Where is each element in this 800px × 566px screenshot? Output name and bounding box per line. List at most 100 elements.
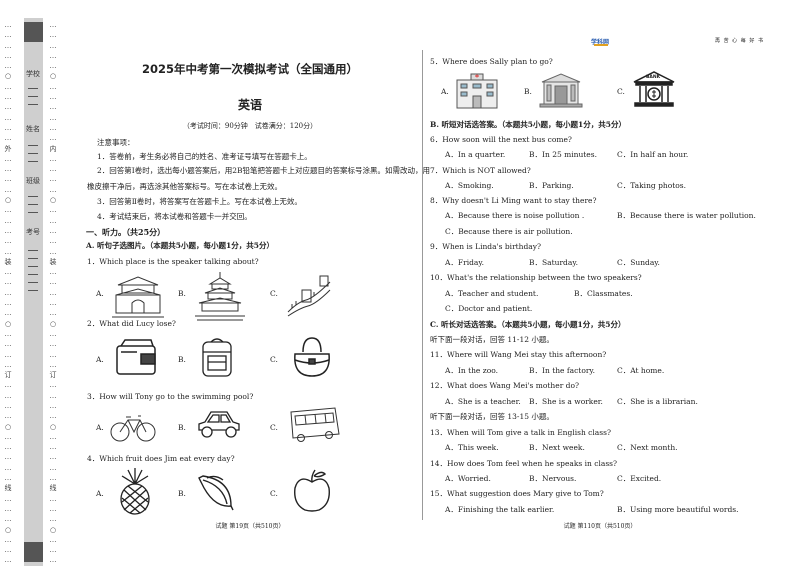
field-name-line[interactable] xyxy=(28,153,38,154)
question-5: 5．Where does Sally plan to go? xyxy=(430,57,553,66)
logo-underline xyxy=(594,44,608,46)
temple-of-heaven-icon xyxy=(195,272,245,321)
option-label: A. xyxy=(96,289,104,298)
option-label: C. xyxy=(270,355,278,364)
field-school-line[interactable] xyxy=(28,104,38,105)
field-name-line[interactable] xyxy=(28,161,38,162)
question-11: 11．Where will Wang Mei stay this afterno… xyxy=(430,350,607,359)
field-class-line[interactable] xyxy=(28,204,38,205)
option-text: C．Because there is air pollution. xyxy=(445,227,573,236)
header-motto: 再 苦 心 每 好 书 xyxy=(715,38,764,44)
option-label: C. xyxy=(617,87,625,96)
field-school-line[interactable] xyxy=(28,96,38,97)
option-text: A．Smoking. xyxy=(445,181,494,190)
option-text: B．In 25 minutes. xyxy=(529,150,597,159)
hospital-icon xyxy=(456,73,498,109)
dialogue-intro: 听下面一段对话，回答 11-12 小题。 xyxy=(430,335,554,344)
backpack-icon xyxy=(202,338,232,377)
field-examno-line[interactable] xyxy=(28,258,38,259)
option-text: A．Friday. xyxy=(445,258,485,267)
header-logo: 学科网 xyxy=(591,39,610,46)
option-text: C．Doctor and patient. xyxy=(445,304,533,313)
page-title: 2025年中考第一次模拟考试（全国通用） xyxy=(141,62,358,76)
dotted-line-outer: ……………○………………外…………○……………装……………○…………订…………○… xyxy=(4,21,12,565)
option-text: B．In the factory. xyxy=(529,366,596,375)
field-examno-line[interactable] xyxy=(28,282,38,283)
page-divider xyxy=(422,50,423,520)
option-text: B．Using more beautiful words. xyxy=(617,505,739,514)
note-item: 1．答卷前，考生务必将自己的姓名、准考证号填写在答题卡上。 xyxy=(97,152,312,161)
notes-title: 注意事项： xyxy=(97,138,135,147)
question-8: 8．Why doesn't Li Ming want to stay there… xyxy=(430,196,597,205)
option-text: C．She is a librarian. xyxy=(617,397,698,406)
bank-sign-text: BANK xyxy=(646,75,661,80)
question-9: 9．When is Linda's birthday? xyxy=(430,242,542,251)
option-label: A. xyxy=(441,87,449,96)
option-text: C．At home. xyxy=(617,366,665,375)
option-text: A．In a quarter. xyxy=(445,150,506,159)
field-school-line[interactable] xyxy=(28,88,38,89)
option-text: C．Sunday. xyxy=(617,258,660,267)
note-item: 橡皮擦干净后，再选涂其他答案标号。写在本试卷上无效。 xyxy=(87,182,282,191)
field-examno-line[interactable] xyxy=(28,266,38,267)
option-text: B．Nervous. xyxy=(529,474,577,483)
option-text: A．Finishing the talk earlier. xyxy=(445,505,555,514)
question-4: 4．Which fruit does Jim eat every day? xyxy=(87,454,235,463)
option-label: C. xyxy=(270,423,278,432)
question-10: 10．What's the relationship between the t… xyxy=(430,273,642,282)
bicycle-icon xyxy=(110,415,156,442)
question-15: 15．What suggestion does Mary give to Tom… xyxy=(430,489,604,498)
option-text: B．Parking. xyxy=(529,181,574,190)
banana-icon xyxy=(198,475,234,511)
question-6: 6．How soon will the next bus come? xyxy=(430,135,572,144)
option-text: A．Teacher and student. xyxy=(445,289,539,298)
option-label: B. xyxy=(178,289,186,298)
question-13: 13．When will Tom give a talk in English … xyxy=(430,428,611,437)
option-text: B．Saturday. xyxy=(529,258,578,267)
option-text: A．She is a teacher. xyxy=(445,397,521,406)
marker-block xyxy=(24,542,43,562)
great-wall-icon xyxy=(287,275,331,317)
section-c-heading: C. 听长对话选答案。（本题共5小题，每小题1分，共5分） xyxy=(430,320,626,329)
question-7: 7．Which is NOT allowed? xyxy=(430,166,531,175)
binding-strip xyxy=(24,18,43,566)
field-examno-line[interactable] xyxy=(28,290,38,291)
field-examno-line[interactable] xyxy=(28,250,38,251)
note-item: 2．回答第Ⅰ卷时，选出每小题答案后，用2B铅笔把答题卡上对应题目的答案标号涂黑。… xyxy=(97,166,431,175)
bank-icon xyxy=(633,71,675,107)
exam-info: （考试时间：90分钟 试卷满分：120分） xyxy=(182,122,318,130)
dialogue-intro: 听下面一段对话，回答 13-15 小题。 xyxy=(430,412,554,421)
option-text: C．In half an hour. xyxy=(617,150,689,159)
option-text: B．She is a worker. xyxy=(529,397,603,406)
field-class-line[interactable] xyxy=(28,196,38,197)
option-text: C．Next month. xyxy=(617,443,678,452)
option-text: A．Because there is noise pollution . xyxy=(445,211,585,220)
section-a-heading: A. 听句子选图片。（本题共5小题，每小题1分，共5分） xyxy=(86,241,274,250)
option-label: B. xyxy=(524,87,532,96)
car-icon xyxy=(198,411,240,438)
option-label: B. xyxy=(178,423,186,432)
field-name-label: 姓名 xyxy=(26,125,40,133)
section-b-heading: B. 听短对话选答案。（本题共5小题，每小题1分，共5分） xyxy=(430,120,626,129)
option-label: B. xyxy=(178,489,186,498)
apple-icon xyxy=(294,469,330,512)
pineapple-icon xyxy=(120,468,150,515)
field-class-line[interactable] xyxy=(28,212,38,213)
note-item: 3．回答第Ⅱ卷时，将答案写在答题卡上。写在本试卷上无效。 xyxy=(97,197,302,206)
option-text: B．Next week. xyxy=(529,443,585,452)
option-label: A. xyxy=(96,489,104,498)
option-text: C．Excited. xyxy=(617,474,662,483)
option-label: C. xyxy=(270,489,278,498)
option-label: C. xyxy=(270,289,278,298)
option-label: A. xyxy=(96,423,104,432)
field-examno-label: 考号 xyxy=(26,228,40,236)
option-text: A．Worried. xyxy=(445,474,491,483)
marker-block xyxy=(24,22,43,42)
question-2: 2．What did Lucy lose? xyxy=(87,319,176,328)
field-name-line[interactable] xyxy=(28,145,38,146)
question-14: 14．How does Tom feel when he speaks in c… xyxy=(430,459,618,468)
question-1: 1．Which place is the speaker talking abo… xyxy=(87,257,259,266)
museum-icon xyxy=(539,73,583,108)
field-examno-line[interactable] xyxy=(28,274,38,275)
option-text: A．In the zoo. xyxy=(445,366,498,375)
